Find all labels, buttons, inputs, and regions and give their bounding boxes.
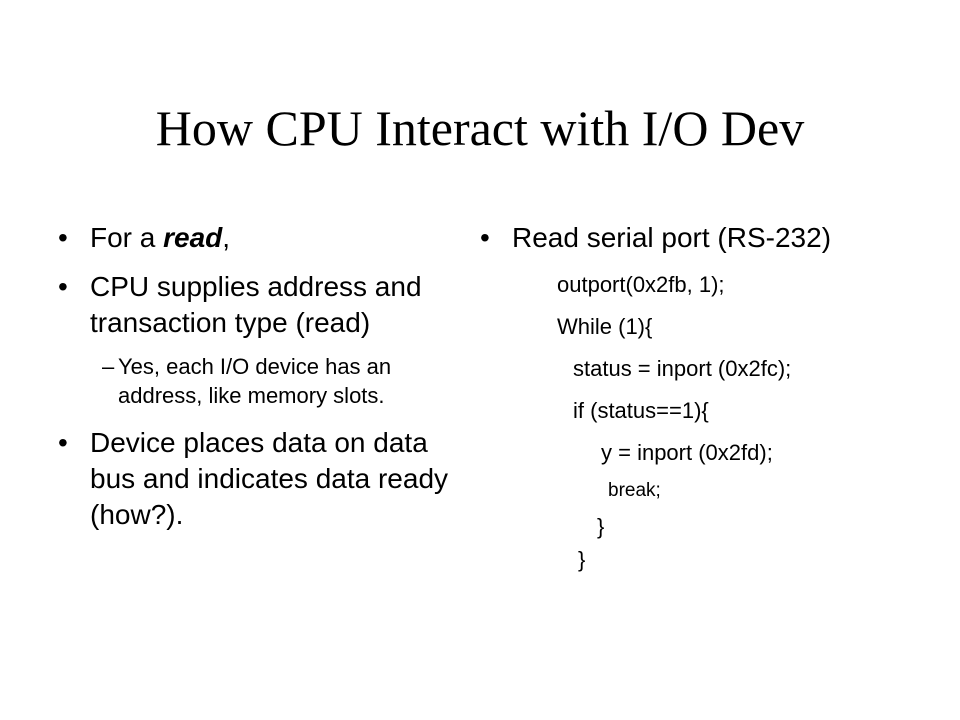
bullet-read: • For a read,	[58, 220, 458, 256]
bullet-dot: •	[58, 271, 68, 302]
bullet-read-suffix: ,	[222, 222, 231, 253]
code-line-8: }	[578, 547, 586, 572]
bullet-cpu-supplies-text: CPU supplies address and transaction typ…	[90, 271, 422, 338]
bullet-read-emphasis: read	[163, 222, 223, 253]
sub-bullet-address-text: Yes, each I/O device has an address, lik…	[118, 354, 392, 408]
bullet-device-places-text: Device places data on data bus and indic…	[90, 427, 449, 530]
code-line-2: While (1){	[557, 314, 653, 339]
bullet-cpu-supplies: • CPU supplies address and transaction t…	[58, 269, 458, 341]
code-line-3: status = inport (0x2fc);	[573, 356, 792, 381]
slide-title: How CPU Interact with I/O Dev	[155, 100, 805, 156]
bullet-device-places: • Device places data on data bus and ind…	[58, 425, 458, 533]
bullet-serial-port: • Read serial port (RS-232)	[480, 220, 920, 256]
left-column: • For a read, • CPU supplies address and…	[58, 220, 458, 546]
bullet-dot: •	[480, 222, 490, 253]
sub-bullet-dash: –	[102, 354, 115, 379]
bullet-read-prefix: For a	[90, 222, 164, 253]
bullet-serial-port-text: Read serial port (RS-232)	[512, 222, 832, 253]
right-column: • Read serial port (RS-232) outport(0x2f…	[480, 220, 920, 575]
code-line-4: if (status==1){	[573, 398, 709, 423]
bullet-dot: •	[58, 427, 68, 458]
code-line-5: y = inport (0x2fd);	[601, 440, 773, 465]
bullet-dot: •	[58, 222, 68, 253]
code-line-7: }	[597, 514, 605, 539]
sub-bullet-address: – Yes, each I/O device has an address, l…	[58, 352, 458, 410]
code-line-1: outport(0x2fb, 1);	[557, 272, 725, 297]
code-line-6: break;	[608, 480, 661, 501]
